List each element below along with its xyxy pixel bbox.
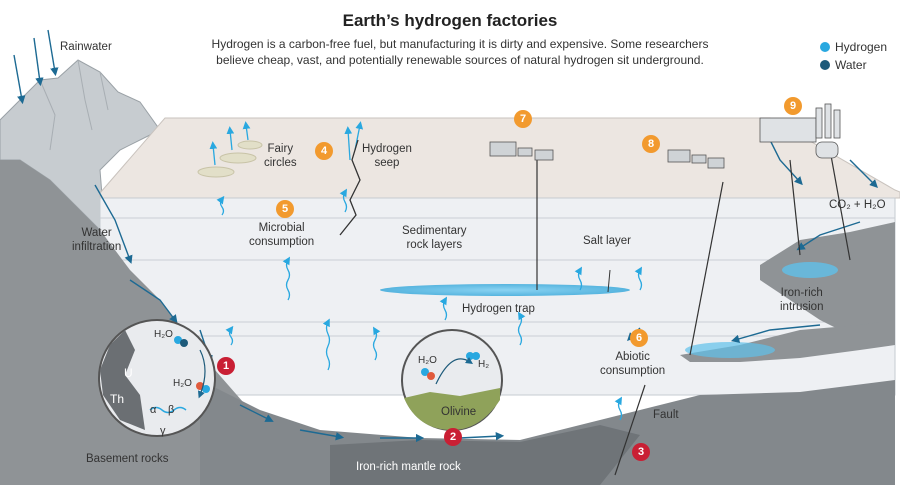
badge-2: 2 [444, 428, 462, 446]
label-olivine: Olivine [441, 406, 477, 418]
factory-9 [759, 103, 841, 159]
legend-label-water: Water [835, 58, 867, 72]
inset-radioactive [98, 319, 216, 437]
label-hydrogen-seep-2: seep [374, 157, 400, 169]
label-co2-h2o: CO₂ + H₂O [829, 199, 886, 211]
label-c1-h2o-top: H₂O [154, 329, 173, 340]
subtitle-line-1: Hydrogen is a carbon-free fuel, but manu… [211, 37, 709, 51]
label-fairy-circles-2: circles [264, 157, 297, 169]
label-abiotic-2: consumption [600, 365, 666, 377]
page-subtitle: Hydrogen is a carbon-free fuel, but manu… [160, 36, 760, 68]
water-dot-icon [820, 60, 830, 70]
label-hydrogen-seep: Hydrogen seep [362, 142, 412, 170]
drilling-rig-7 [489, 141, 554, 161]
legend-item-hydrogen: Hydrogen [820, 38, 887, 56]
label-sedimentary-layers: Sedimentary rock layers [402, 224, 467, 252]
label-water-infiltration-1: Water [81, 227, 112, 239]
label-microbial-consumption: Microbial consumption [249, 221, 314, 249]
inset-olivine [401, 329, 503, 431]
label-thorium: Th [110, 392, 125, 406]
badge-9: 9 [784, 97, 802, 115]
badge-3: 3 [632, 443, 650, 461]
label-fairy-circles-1: Fairy [267, 143, 294, 155]
label-hydrogen-seep-1: Hydrogen [362, 143, 412, 155]
label-microbial-1: Microbial [258, 222, 305, 234]
hydrogen-dot-icon [820, 42, 830, 52]
label-c2-h2: H₂ [478, 359, 490, 370]
badge-8: 8 [642, 135, 660, 153]
label-sedimentary-1: Sedimentary [402, 225, 467, 237]
badge-4: 4 [315, 142, 333, 160]
label-abiotic-consumption: Abiotic consumption [600, 350, 665, 378]
page-title: Earth’s hydrogen factories [342, 11, 558, 30]
label-hydrogen-trap: Hydrogen trap [462, 303, 535, 315]
label-iron-rich-intrusion: Iron-rich intrusion [780, 286, 823, 314]
badge-1: 1 [217, 357, 235, 375]
label-water-infiltration: Water infiltration [72, 226, 121, 254]
label-fault: Fault [653, 409, 679, 421]
label-gamma: γ [160, 425, 166, 437]
badge-6: 6 [630, 329, 648, 347]
label-iron-intrusion-1: Iron-rich [780, 287, 823, 299]
drilling-rig-8 [667, 149, 725, 169]
hydrogen-trap-lens [380, 284, 630, 296]
label-iron-intrusion-2: intrusion [780, 301, 824, 313]
label-abiotic-1: Abiotic [615, 351, 650, 363]
label-uranium: U [124, 366, 133, 380]
legend-item-water: Water [820, 56, 887, 74]
label-mantle-rock: Iron-rich mantle rock [356, 461, 461, 473]
label-c2-h2o: H₂O [418, 355, 437, 366]
label-water-infiltration-2: infiltration [72, 241, 122, 253]
label-beta: β [168, 404, 175, 416]
label-sedimentary-2: rock layers [406, 239, 463, 251]
badge-5: 5 [276, 200, 294, 218]
legend-label-hydrogen: Hydrogen [835, 40, 888, 54]
label-fairy-circles: Fairy circles [264, 142, 297, 170]
label-salt-layer: Salt layer [583, 235, 631, 247]
legend: Hydrogen Water [820, 38, 887, 74]
label-microbial-2: consumption [249, 236, 315, 248]
iron-intrusion-shape [760, 222, 895, 340]
badge-7: 7 [514, 110, 532, 128]
subtitle-line-2: believe cheap, vast, and potentially ren… [216, 53, 704, 67]
label-rainwater: Rainwater [60, 41, 112, 53]
label-alpha: α [150, 404, 157, 416]
label-basement-rocks: Basement rocks [86, 453, 169, 465]
mantle-strip [330, 425, 640, 485]
label-c1-h2o-mid: H₂O [173, 378, 192, 389]
